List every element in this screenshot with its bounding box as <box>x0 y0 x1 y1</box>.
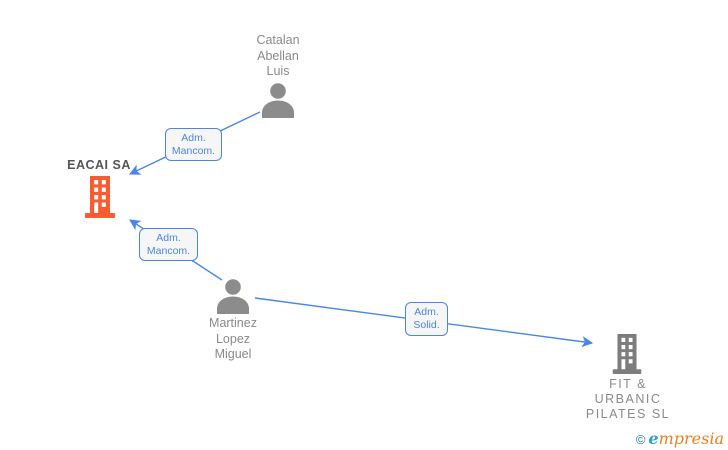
edge-label-adm-mancom-martinez: Adm. Mancom. <box>139 228 198 261</box>
building-icon <box>612 334 642 374</box>
company-icon-eacai[interactable] <box>81 176 119 223</box>
empresia-logo[interactable]: © empresia <box>636 429 724 448</box>
company-fit-line3: PILATES SL <box>585 407 671 421</box>
person-catalan-line3: Luis <box>266 64 290 78</box>
edge-label-adm-solid-martinez: Adm. Solid. <box>405 302 448 336</box>
person-catalan-line2: Abellan <box>257 48 299 63</box>
person-martinez-line3: Miguel <box>214 347 252 361</box>
building-icon <box>85 176 115 218</box>
person-icon-catalan[interactable] <box>258 82 298 123</box>
person-icon-martinez[interactable] <box>213 278 253 319</box>
edge-label-line2: Mancom. <box>146 244 191 257</box>
company-fit-line2: URBANIC <box>594 392 662 406</box>
company-fit-line1: FIT & <box>609 377 647 391</box>
brand-initial: e <box>648 429 659 448</box>
edge-label-line2: Solid. <box>413 319 440 331</box>
person-node-martinez-label[interactable]: Martinez Lopez Miguel <box>193 316 273 363</box>
edge-label-line2: Mancom. <box>171 144 216 157</box>
person-martinez-line2: Lopez <box>215 331 251 346</box>
edge-label-line1: Adm. <box>414 306 439 318</box>
edge-label-line1: Adm. <box>156 231 181 244</box>
company-node-fit-urbanic-label[interactable]: FIT & URBANIC PILATES SL <box>573 377 683 422</box>
person-icon <box>217 279 249 314</box>
brand-wordmark: empresia <box>648 429 724 448</box>
person-martinez-line1: Martinez <box>209 316 257 330</box>
copyright-icon: © <box>635 432 646 447</box>
person-icon <box>262 83 294 118</box>
brand-rest: mpresia <box>658 429 724 448</box>
company-node-eacai-label[interactable]: EACAI SA <box>67 158 131 172</box>
person-catalan-line1: Catalan <box>256 33 300 47</box>
person-node-catalan-label[interactable]: Catalan Abellan Luis <box>238 33 318 80</box>
edge-label-line1: Adm. <box>181 131 206 144</box>
company-icon-fit-urbanic[interactable] <box>609 334 645 379</box>
edge-label-adm-mancom-catalan: Adm. Mancom. <box>165 128 222 161</box>
